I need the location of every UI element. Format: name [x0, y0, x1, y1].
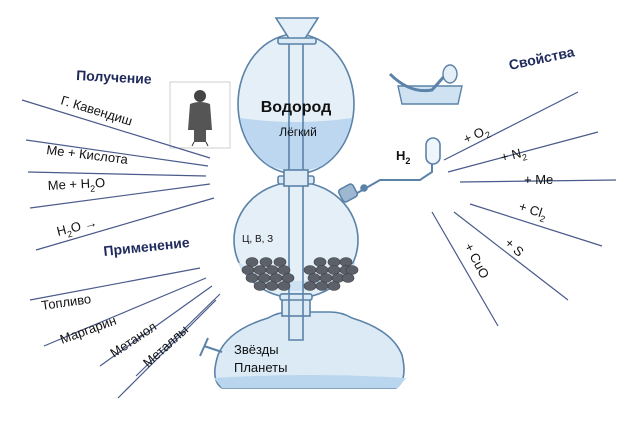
zinc-granule	[269, 273, 283, 283]
zinc-granule	[277, 265, 291, 275]
zinc-granule	[253, 281, 267, 291]
space-label-stars: Звёзды	[234, 342, 279, 357]
property-item-copper-oxide: + CuO	[461, 240, 492, 281]
property-item-sulfur: + S	[502, 235, 527, 260]
zinc-granule	[303, 265, 317, 275]
property-item-oxygen: + O2	[461, 122, 492, 149]
zinc-granule	[327, 281, 341, 291]
property-item-chlorine: + Cl2	[516, 199, 549, 225]
bottom-reservoir	[214, 311, 405, 389]
usage-item-fuel: Топливо	[40, 291, 92, 313]
kipp-apparatus	[199, 17, 441, 389]
properties-lines	[431, 91, 617, 327]
zinc-granule	[319, 273, 333, 283]
production-item-water: H2O →	[55, 214, 99, 241]
zinc-granule	[281, 273, 295, 283]
stages-label: Ц, В, З	[242, 234, 273, 245]
zinc-granule	[327, 265, 341, 275]
cavendish-portrait	[169, 81, 231, 149]
zinc-granule	[245, 273, 259, 283]
drain-valve	[199, 337, 223, 357]
production-item-metal-water: Me + H2O	[47, 175, 105, 196]
usage-lines	[29, 267, 221, 399]
outlet-valve	[337, 183, 359, 203]
zinc-granule	[315, 265, 329, 275]
production-header: Получение	[76, 67, 152, 87]
property-item-nitrogen: + N2	[499, 144, 528, 168]
property-item-metal: + Me	[524, 172, 553, 187]
u-tube-illustration	[388, 64, 463, 105]
zinc-granule	[341, 273, 355, 283]
zinc-granule	[345, 265, 359, 275]
zinc-granule	[245, 257, 259, 267]
zinc-granule	[257, 273, 271, 283]
zinc-granule	[277, 281, 291, 291]
zinc-granule	[265, 265, 279, 275]
properties-header: Свойства	[507, 43, 576, 73]
zinc-granules	[241, 257, 359, 291]
zinc-granule	[307, 273, 321, 283]
central-title: Водород	[261, 99, 332, 116]
zinc-granule	[241, 265, 255, 275]
zinc-granule	[313, 257, 327, 267]
central-subtitle: Лёгкий	[279, 125, 317, 139]
zinc-granule	[253, 265, 267, 275]
zinc-granule	[265, 281, 279, 291]
zinc-granule	[339, 257, 353, 267]
usage-item-margarine: Маргарин	[58, 313, 118, 347]
usage-header: Применение	[103, 234, 191, 259]
production-lines	[21, 99, 215, 251]
zinc-granule	[303, 281, 317, 291]
production-item-metal-acid: Me + Кислота	[46, 142, 130, 167]
zinc-granule	[315, 281, 329, 291]
gas-formula-label: H2	[396, 148, 410, 166]
space-label-planets: Планеты	[234, 360, 287, 375]
zinc-granule	[327, 257, 341, 267]
zinc-granule	[273, 257, 287, 267]
inner-tube	[288, 44, 304, 341]
outlet-bulb	[425, 137, 441, 165]
zinc-granule	[259, 257, 273, 267]
